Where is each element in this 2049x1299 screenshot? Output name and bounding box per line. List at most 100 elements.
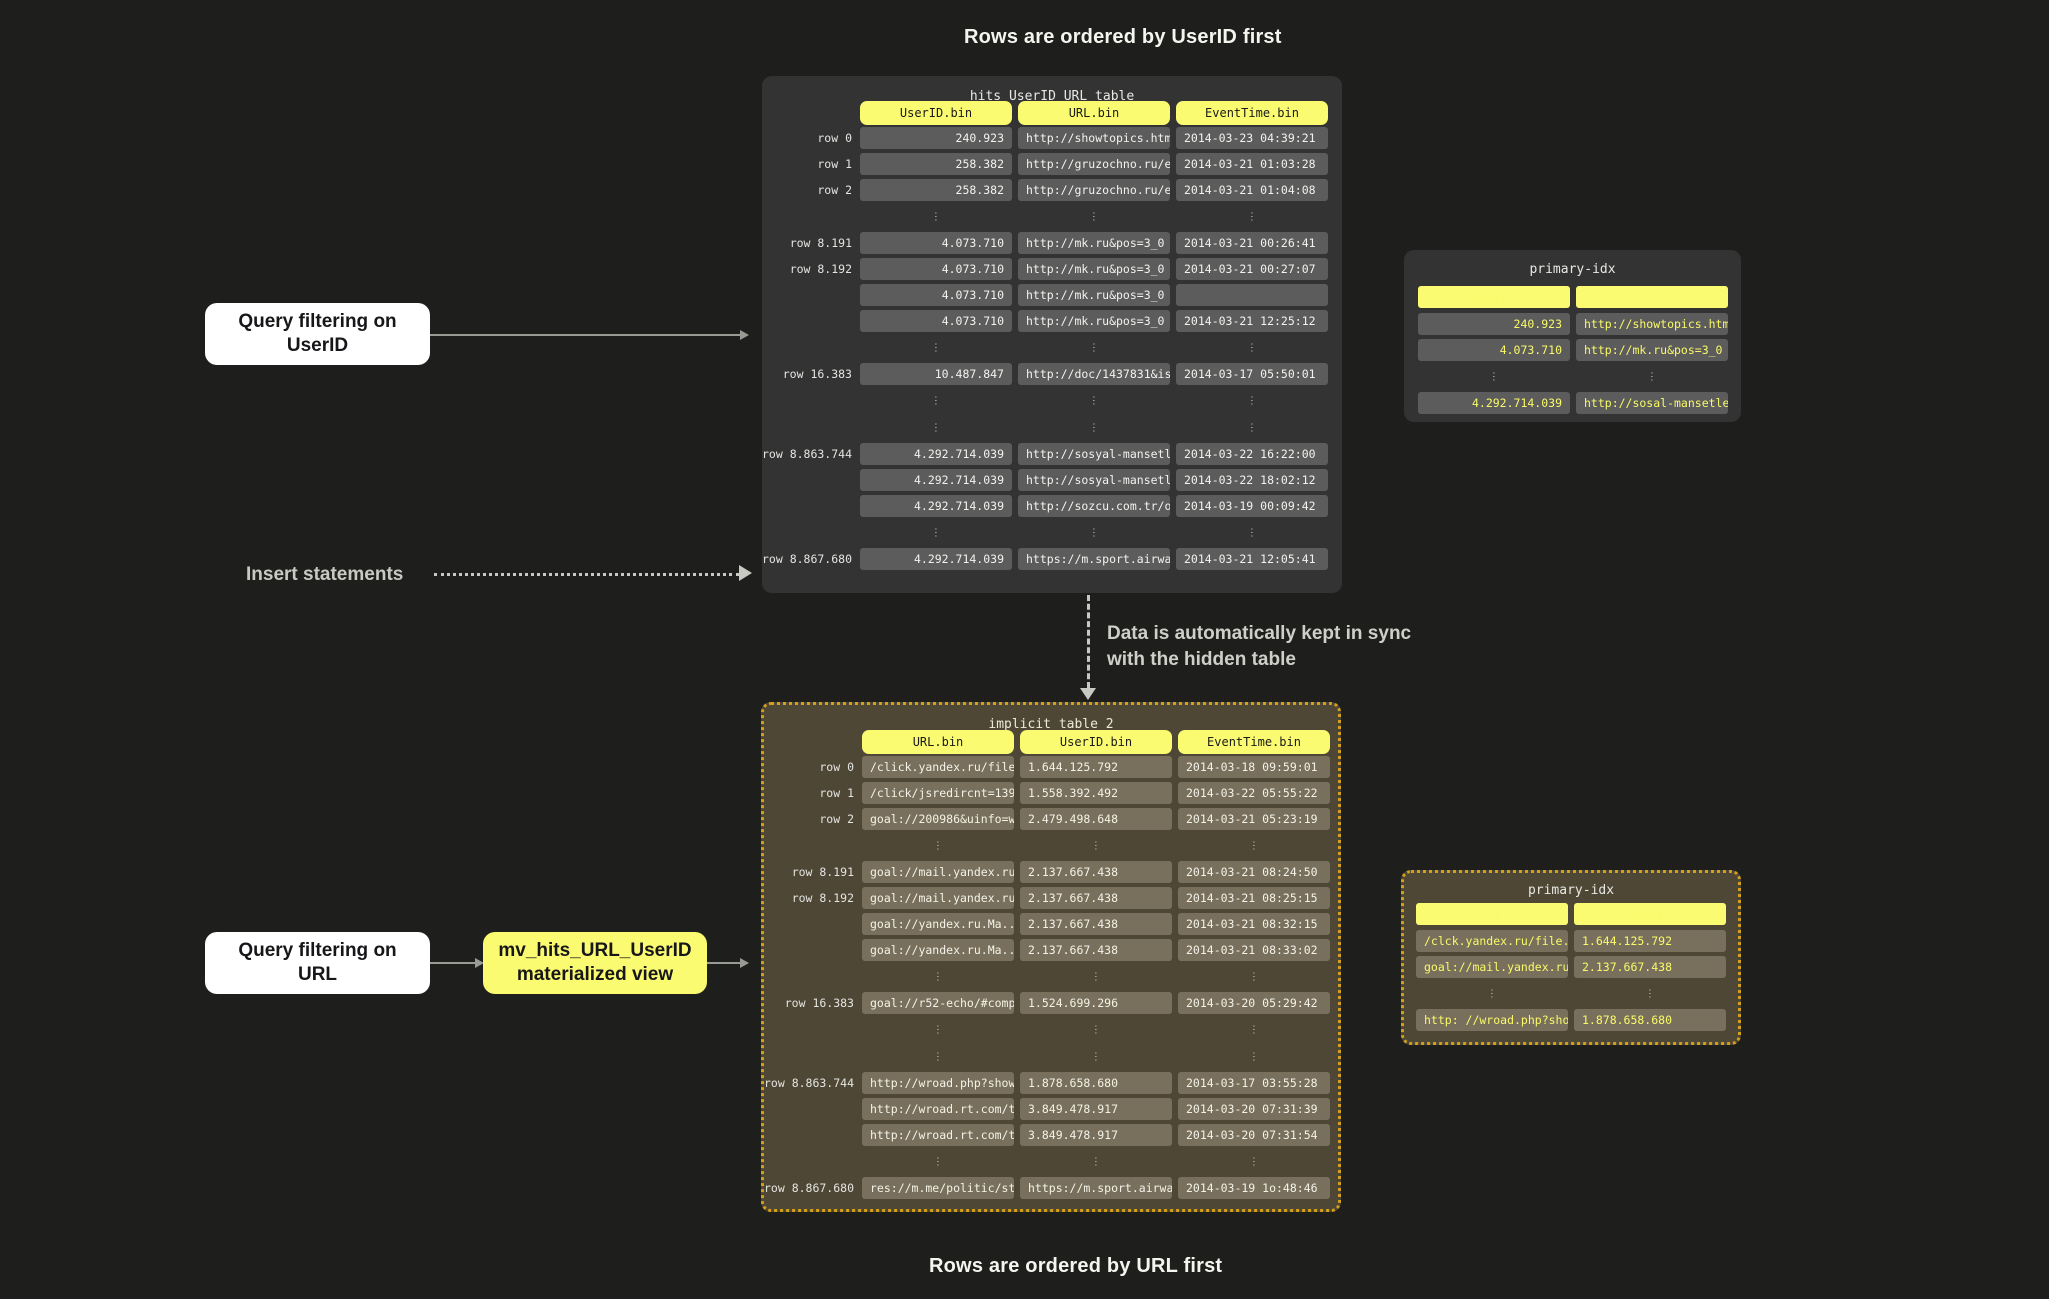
materialized-view-label: mv_hits_URL_UserID materialized view <box>498 940 692 985</box>
table-cell: http://gruzochno.ru/ekat... <box>1018 179 1170 201</box>
row-label: row 8.192 <box>791 891 854 905</box>
index-cell: http://sosal-mansetleri... <box>1576 392 1728 414</box>
index-cell: 1.644.125.792 <box>1574 930 1726 952</box>
table-cell: 2014-03-20 05:29:42 <box>1178 992 1330 1014</box>
table-cell: 2014-03-22 05:55:22 <box>1178 782 1330 804</box>
ellipsis-marker: ⋮ <box>1248 1023 1260 1035</box>
query-filtering-url-callout[interactable]: Query filtering on URL <box>205 932 430 994</box>
table-cell: 2014-03-19 00:09:42 <box>1176 495 1328 517</box>
bottom-primary-idx-title: primary-idx <box>1527 883 1615 898</box>
ellipsis-marker: ⋮ <box>1090 1155 1102 1167</box>
ellipsis-marker: ⋮ <box>1646 370 1658 382</box>
row-label: row 2 <box>819 812 854 826</box>
index-cell: 240.923 <box>1418 313 1570 335</box>
table-cell: 2014-03-17 05:50:01 <box>1176 363 1328 385</box>
sync-note-label: Data is automatically kept in sync with … <box>1107 623 1412 670</box>
ellipsis-marker: ⋮ <box>1088 394 1100 406</box>
index-cell: http://mk.ru&pos=3_0 <box>1576 339 1728 361</box>
table-cell: 2014-03-21 05:23:19 <box>1178 808 1330 830</box>
table-cell: 258.382 <box>860 179 1012 201</box>
ellipsis-marker: ⋮ <box>1248 1050 1260 1062</box>
ellipsis-marker: ⋮ <box>1248 970 1260 982</box>
table-cell: http://doc/1437831&is_mo... <box>1018 363 1170 385</box>
insert-statements-label: Insert statements <box>246 564 404 585</box>
index-cell: http://showtopics.html%3... <box>1576 313 1728 335</box>
table-cell: /click/jsredircnt=1395412... <box>862 782 1014 804</box>
index-cell: 2.137.667.438 <box>1574 956 1726 978</box>
table-cell: 2014-03-17 03:55:28 <box>1178 1072 1330 1094</box>
ellipsis-marker: ⋮ <box>1246 341 1258 353</box>
index-cell: goal://mail.yandex.ru/Ma... <box>1416 956 1568 978</box>
table-cell: 2014-03-21 08:24:50 <box>1178 861 1330 883</box>
column-header-3: EventTime.bin <box>1176 101 1328 125</box>
connector-url-to-mv <box>430 962 475 964</box>
row-label: row 0 <box>817 131 852 145</box>
table-cell: 4.073.710 <box>860 284 1012 306</box>
index-column-header-1: URL <box>1416 903 1568 925</box>
table-cell: 10.487.847 <box>860 363 1012 385</box>
ellipsis-marker: ⋮ <box>1090 970 1102 982</box>
table-cell: http://sosyal-mansetleri... <box>1018 443 1170 465</box>
table-cell: http://mk.ru&pos=3_0 <box>1018 258 1170 280</box>
table-cell: goal://r52-echo/#compose... <box>862 992 1014 1014</box>
table-cell: http://gruzochno.ru/ekat... <box>1018 153 1170 175</box>
arrow-mv-to-table-icon <box>740 958 749 968</box>
ellipsis-marker: ⋮ <box>1088 421 1100 433</box>
index-cell: 4.292.714.039 <box>1418 392 1570 414</box>
connector-sync-vertical <box>1087 595 1090 688</box>
ellipsis-marker: ⋮ <box>1486 987 1498 999</box>
ellipsis-marker: ⋮ <box>1246 526 1258 538</box>
table-cell: http://mk.ru&pos=3_0 <box>1018 232 1170 254</box>
ellipsis-marker: ⋮ <box>1246 421 1258 433</box>
ellipsis-marker: ⋮ <box>1088 341 1100 353</box>
table-cell: 1.524.699.296 <box>1020 992 1172 1014</box>
heading-bottom: Rows are ordered by URL first <box>929 1255 1223 1277</box>
table-cell: goal://mail.yandex.ru/Ma... <box>862 887 1014 909</box>
column-header-1: URL.bin <box>862 730 1014 754</box>
row-label: row 16.383 <box>784 996 854 1010</box>
row-label: row 8.863.744 <box>762 447 853 461</box>
table-cell: 1.878.658.680 <box>1020 1072 1172 1094</box>
ellipsis-marker: ⋮ <box>1246 210 1258 222</box>
ellipsis-marker: ⋮ <box>1248 839 1260 851</box>
connector-insert-to-table <box>434 573 739 576</box>
table-cell: 4.292.714.039 <box>860 443 1012 465</box>
table-cell: 3.849.478.917 <box>1020 1098 1172 1120</box>
table-cell: 2014-03-21 08:33:02 <box>1178 939 1330 961</box>
row-label: row 16.383 <box>782 367 852 381</box>
ellipsis-marker: ⋮ <box>1644 987 1656 999</box>
materialized-view-box[interactable]: mv_hits_URL_UserID materialized view <box>483 932 707 994</box>
heading-top: Rows are ordered by UserID first <box>964 26 1282 48</box>
row-label: row 8.191 <box>789 236 852 250</box>
column-header-1: UserID.bin <box>860 101 1012 125</box>
table-cell: https://m.sport.airway/? <box>1018 548 1170 570</box>
table-cell: 2014-03-18 09:59:01 <box>1178 756 1330 778</box>
row-label: row 8.867.680 <box>764 1181 855 1195</box>
ellipsis-marker: ⋮ <box>1090 839 1102 851</box>
table-cell: 258.382 <box>860 153 1012 175</box>
table-cell: http://sosyal-mansetleri... <box>1018 469 1170 491</box>
table-cell: 4.292.714.039 <box>860 495 1012 517</box>
table-cell: http://mk.ru&pos=3_0 <box>1018 284 1170 306</box>
ellipsis-marker: ⋮ <box>1088 526 1100 538</box>
table-cell: /click.yandex.ru/file.co ... <box>862 756 1014 778</box>
row-label: row 8.867.680 <box>762 552 853 566</box>
table-cell: 2.479.498.648 <box>1020 808 1172 830</box>
ellipsis-marker: ⋮ <box>930 210 942 222</box>
table-cell: 2014-03-21 00:27:07 <box>1176 258 1328 280</box>
table-cell: res://m.me/politic/stati... <box>862 1177 1014 1199</box>
top-table-title: hits_UserID_URL table <box>969 89 1135 104</box>
ellipsis-marker: ⋮ <box>932 1050 944 1062</box>
query-filtering-userid-callout[interactable]: Query filtering on UserID <box>205 303 430 365</box>
ellipsis-marker: ⋮ <box>930 526 942 538</box>
table-cell: 3.849.478.917 <box>1020 1124 1172 1146</box>
ellipsis-marker: ⋮ <box>930 341 942 353</box>
ellipsis-marker: ⋮ <box>932 839 944 851</box>
column-header-2: UserID.bin <box>1020 730 1172 754</box>
table-cell: http://wroad.php?show/7... <box>862 1072 1014 1094</box>
table-cell: 2.137.667.438 <box>1020 887 1172 909</box>
column-header-2: URL.bin <box>1018 101 1170 125</box>
